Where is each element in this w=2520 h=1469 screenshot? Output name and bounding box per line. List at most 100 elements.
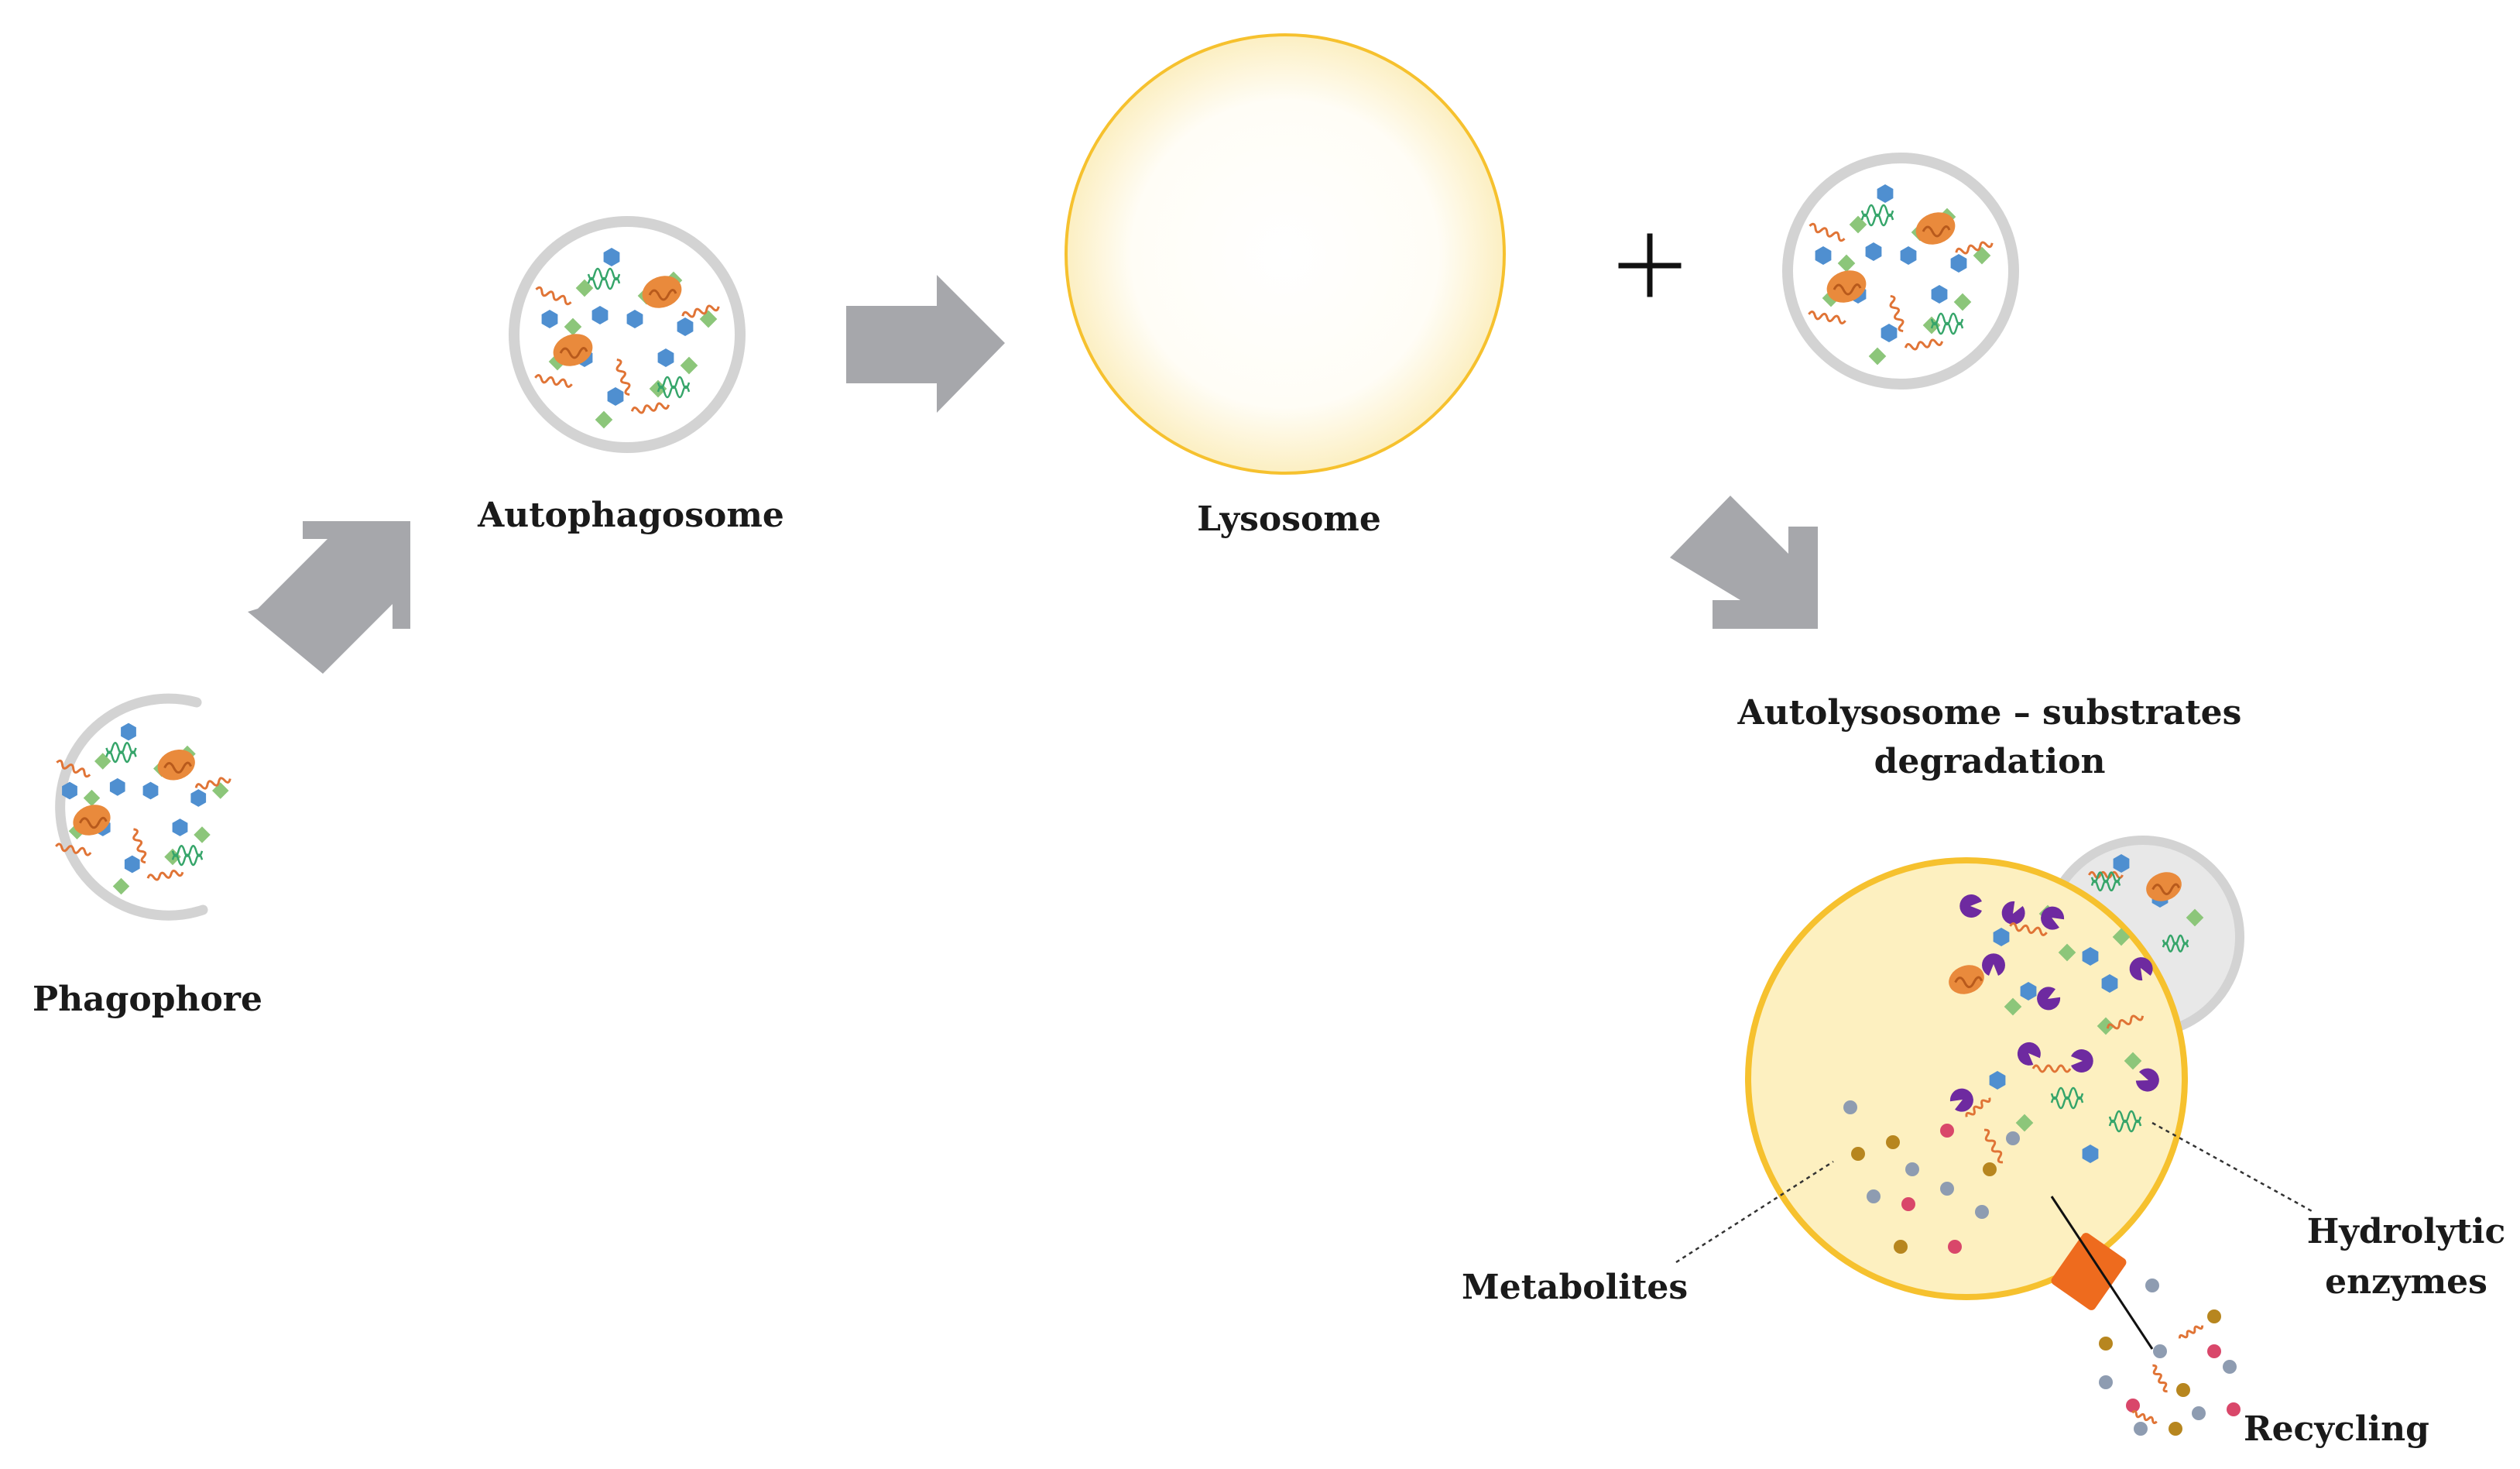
dna-strand bbox=[2162, 942, 2189, 953]
protein-icon bbox=[1877, 184, 1894, 203]
dna-strand bbox=[587, 267, 621, 281]
dna-icon bbox=[587, 267, 621, 290]
peptide-icon bbox=[2009, 922, 2048, 936]
fragment-icon bbox=[649, 379, 667, 398]
mitochondrion-icon bbox=[553, 334, 593, 366]
metabolite-dot bbox=[2126, 1399, 2140, 1412]
metabolite-dot bbox=[2227, 1402, 2241, 1416]
label-metabolites: Metabolites bbox=[1462, 1268, 1689, 1307]
mitochondrion-icon bbox=[73, 805, 111, 836]
protein-icon bbox=[1931, 285, 1948, 304]
metabolite-dot bbox=[1940, 1182, 1954, 1196]
protein-icon bbox=[190, 789, 207, 807]
dna-strand bbox=[105, 742, 137, 754]
dna-strand bbox=[171, 845, 204, 857]
dna-icon bbox=[2108, 1110, 2142, 1133]
recycled-metabolites bbox=[2099, 1279, 2241, 1436]
mitochondrion-cristae bbox=[78, 816, 108, 829]
callout-lines bbox=[1675, 1121, 2314, 1264]
label-hydrolytic-line2: enzymes bbox=[2325, 1262, 2487, 1302]
fragment-icon bbox=[2124, 1052, 2142, 1070]
protein-icon bbox=[62, 781, 77, 800]
metabolite-dot bbox=[2207, 1309, 2221, 1323]
metabolite-dot bbox=[2207, 1344, 2221, 1358]
dna-strand bbox=[1860, 204, 1894, 218]
mitochondrion-icon bbox=[1826, 270, 1867, 303]
protein-icon bbox=[626, 310, 643, 328]
dna-strand bbox=[2108, 1110, 2142, 1124]
peptide-icon bbox=[2131, 1410, 2158, 1424]
hydrolytic-enzyme-icon bbox=[1949, 1088, 1973, 1112]
peptide-icon bbox=[132, 828, 147, 864]
dna-icon bbox=[2050, 1086, 2084, 1110]
metabolite-dot bbox=[2099, 1375, 2113, 1389]
protein-icon bbox=[2101, 974, 2118, 993]
lysosomal-channel bbox=[2050, 1196, 2154, 1350]
fragment-icon bbox=[194, 826, 211, 843]
protein-icon bbox=[2082, 1145, 2099, 1163]
metabolite-dot bbox=[2192, 1406, 2206, 1420]
mitochondrion-cristae bbox=[559, 347, 588, 359]
peptide-icon bbox=[1808, 311, 1846, 324]
mitochondrion-icon bbox=[1915, 212, 1956, 245]
fragment-icon bbox=[1868, 347, 1887, 366]
fragment-icon bbox=[94, 753, 111, 770]
protein-icon bbox=[1865, 242, 1882, 261]
protein-icon bbox=[2113, 854, 2130, 873]
metabolite-dot bbox=[1867, 1189, 1881, 1203]
peptide-icon bbox=[615, 358, 631, 396]
protein-icon bbox=[677, 317, 694, 336]
dna-icon bbox=[1930, 312, 1964, 335]
hydrolytic-enzyme-icon bbox=[2037, 987, 2061, 1011]
dna-icon bbox=[1860, 204, 1894, 227]
metabolite-dot bbox=[1901, 1197, 1915, 1211]
fragment-icon bbox=[83, 789, 101, 807]
metabolite-dot bbox=[2134, 1422, 2148, 1436]
hydrolytic-enzyme-icon bbox=[1959, 894, 1982, 918]
mitochondrion-cristae bbox=[1954, 976, 1983, 989]
peptide-icon bbox=[2031, 1064, 2072, 1073]
mitochondrion-body bbox=[1915, 212, 1956, 245]
dna-strand bbox=[1930, 312, 1964, 326]
label-lysosome: Lysosome bbox=[1197, 499, 1381, 539]
protein-icon bbox=[657, 348, 674, 367]
metabolite-dot bbox=[1886, 1135, 1900, 1149]
protein-icon bbox=[124, 855, 140, 874]
mitochondrion-cristae bbox=[1833, 283, 1862, 296]
fragment-icon bbox=[1922, 316, 1941, 335]
protein-icon bbox=[603, 248, 620, 266]
mitochondrion-cristae bbox=[163, 761, 192, 774]
peptide-icon bbox=[1809, 222, 1846, 242]
mitochondrion-cristae bbox=[648, 289, 677, 301]
arrow-autophagosome-to-lysosome bbox=[846, 275, 1005, 413]
label-phagophore: Phagophore bbox=[33, 980, 262, 1019]
peptide-icon bbox=[194, 777, 231, 790]
fragment-icon bbox=[1849, 215, 1867, 234]
protein-icon bbox=[607, 387, 624, 406]
metabolite-dot bbox=[2153, 1344, 2167, 1358]
metabolite-dot bbox=[1905, 1162, 1919, 1176]
peptide-icon bbox=[55, 843, 92, 856]
protein-icon bbox=[2020, 982, 2037, 1000]
arrow-phagophore-to-autophagosome bbox=[248, 521, 410, 674]
protein-icon bbox=[1900, 246, 1917, 265]
dna-strand bbox=[657, 385, 691, 399]
autophagosome bbox=[509, 216, 746, 453]
fragment-icon bbox=[2058, 943, 2076, 962]
phagophore bbox=[55, 693, 231, 921]
protein-icon bbox=[591, 306, 609, 324]
fragment-icon bbox=[2015, 1114, 2034, 1132]
fragment-icon bbox=[2112, 928, 2131, 946]
peptide-icon bbox=[2106, 1014, 2145, 1030]
label-autolysosome-line1: Autolysosome – substrates bbox=[1737, 693, 2242, 733]
label-autolysosome-line2: degradation bbox=[1874, 742, 2106, 781]
metabolite-dot bbox=[1940, 1124, 1954, 1138]
peptide-icon bbox=[534, 374, 573, 388]
peptide-icon bbox=[1904, 338, 1944, 351]
arrow-lysosome-to-autolysosome bbox=[1670, 496, 1818, 629]
mitochondrion-body bbox=[1826, 270, 1867, 303]
dna-icon bbox=[2162, 934, 2189, 953]
label-recycling: Recycling bbox=[2244, 1409, 2429, 1449]
mitochondrion-icon bbox=[157, 749, 195, 781]
